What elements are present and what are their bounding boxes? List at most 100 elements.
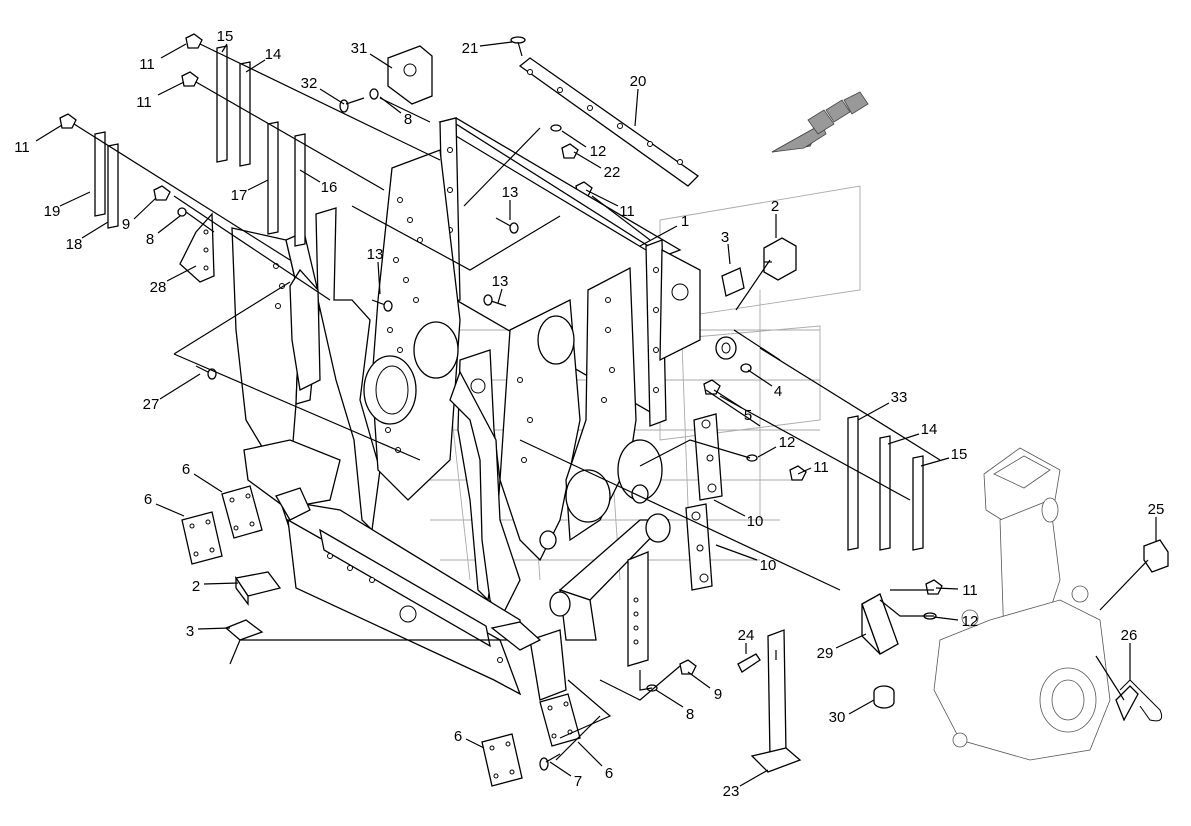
callout-leader-c15a [221, 43, 228, 53]
callout-label-c16: 16 [321, 179, 338, 196]
callout-leader-c31 [369, 53, 393, 69]
callout-leader-c19 [59, 191, 91, 207]
gearbox-ghost [933, 447, 1111, 761]
top-bar-20 [518, 57, 700, 187]
direction-arrow-icon [771, 91, 869, 153]
pad-2-lower [234, 571, 282, 606]
callout-leader-c12c [933, 616, 959, 621]
callout-label-c18: 18 [66, 236, 83, 253]
callout-leader-c11a [160, 43, 187, 59]
bushings [539, 336, 737, 550]
callout-leader-c30 [848, 699, 875, 715]
vertical-post [627, 551, 649, 667]
callout-leader-c33 [857, 402, 890, 421]
bracket-29 [861, 593, 899, 655]
pads-6 [181, 485, 581, 787]
callout-leader-c10a [713, 499, 746, 517]
link-plate-10b [685, 503, 713, 591]
callout-leader-c11e [797, 467, 812, 475]
callout-leader-c1 [639, 225, 678, 247]
callout-leader-c14b [887, 433, 920, 445]
clip-25 [1143, 539, 1169, 573]
callout-leader-c10b [715, 544, 758, 561]
right-upright-plate [565, 266, 663, 542]
callout-label-c11b: 11 [136, 94, 152, 111]
callout-leader-c22 [573, 151, 602, 169]
callout-label-c23: 23 [723, 783, 740, 800]
callout-leader-c6b [155, 503, 185, 517]
nut-5 [703, 379, 721, 395]
callout-label-c24: 24 [738, 627, 755, 644]
screw-7 [539, 753, 561, 771]
callout-leader-c3 [727, 243, 731, 265]
pad-2 [763, 237, 797, 281]
callout-label-c10b: 10 [760, 557, 777, 574]
callout-label-c7: 7 [574, 773, 582, 790]
pin-24 [737, 653, 761, 673]
reference-lines [73, 43, 1149, 761]
link-plate-10a [693, 413, 723, 501]
screws-13 [371, 217, 519, 312]
callout-leader-c11b [157, 81, 185, 96]
callout-label-c13a: 13 [502, 184, 519, 201]
callout-leader-c23 [739, 769, 769, 787]
callout-label-c13c: 13 [492, 273, 509, 290]
callout-label-c30: 30 [829, 709, 846, 726]
callout-leader-c4 [747, 369, 773, 387]
callout-label-c33: 33 [891, 389, 908, 406]
bracket-28 [179, 212, 215, 283]
bracket-31 [387, 45, 433, 105]
callout-label-c15a: 15 [217, 28, 234, 45]
callout-label-c8a: 8 [404, 111, 412, 128]
callout-leader-c13c [497, 288, 503, 304]
callout-leader-c11f [935, 587, 959, 590]
callout-label-c20: 20 [630, 73, 647, 90]
callout-label-c11c: 11 [14, 139, 30, 156]
callout-label-c9a: 9 [122, 216, 130, 233]
callout-leader-c20 [634, 88, 639, 127]
callout-label-c6c: 6 [454, 728, 462, 745]
callout-leader-c17 [247, 179, 269, 191]
callout-leader-c11d [585, 189, 619, 207]
callout-label-c17: 17 [231, 187, 248, 204]
callout-label-c27: 27 [143, 396, 160, 413]
callout-leader-c11c [35, 124, 63, 142]
callout-label-c2b: 2 [192, 578, 200, 595]
callout-label-c6a: 6 [182, 461, 190, 478]
callout-label-c21: 21 [462, 40, 479, 57]
callout-label-c32: 32 [301, 75, 318, 92]
callout-label-c28: 28 [150, 279, 167, 296]
callout-label-c6b: 6 [144, 491, 152, 508]
support-leg-23 [750, 629, 802, 773]
strips [94, 45, 924, 551]
callout-leader-c12b [757, 446, 777, 458]
leader-3-lower [229, 639, 500, 665]
callout-leader-c32 [319, 88, 345, 105]
callout-label-c12b: 12 [779, 434, 796, 451]
callout-label-c10a: 10 [747, 513, 764, 530]
callout-label-c3b: 3 [186, 623, 194, 640]
callout-label-c12a: 12 [590, 143, 607, 160]
callout-label-c14a: 14 [265, 46, 282, 63]
callout-leader-c28 [166, 265, 197, 282]
callout-label-c19: 19 [44, 203, 61, 220]
callout-label-c9b: 9 [714, 686, 722, 703]
callout-label-c29: 29 [817, 645, 834, 662]
lower-crossbeam [243, 439, 567, 701]
rubber-30 [873, 685, 895, 709]
callout-leader-c6c [465, 738, 485, 749]
right-diagonal-beam [549, 513, 671, 641]
screw-21 [510, 36, 526, 57]
callout-leader-c14a [245, 59, 266, 73]
callout-leader-c3b [197, 627, 231, 630]
callout-label-c26: 26 [1121, 627, 1138, 644]
callout-leader-c6d [577, 741, 603, 767]
callout-label-c5: 5 [744, 407, 752, 424]
callout-leader-c8b [157, 215, 181, 234]
callout-leader-c9b [687, 671, 711, 689]
slotted-panel [289, 207, 381, 532]
callout-label-c12c: 12 [962, 613, 979, 630]
plate-3 [721, 267, 745, 297]
callout-label-c25: 25 [1148, 501, 1165, 518]
